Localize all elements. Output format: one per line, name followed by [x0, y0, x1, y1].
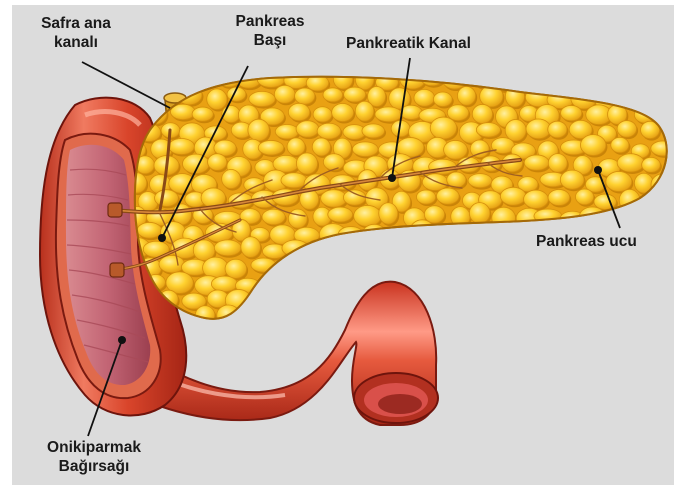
lobule	[617, 154, 644, 172]
lobule	[258, 140, 284, 155]
lobule	[275, 124, 298, 138]
lobule	[444, 140, 468, 159]
label-bile-duct-line1: Safra ana	[28, 14, 124, 33]
lobule	[262, 209, 285, 224]
lobule	[317, 123, 341, 139]
lobule	[321, 190, 347, 207]
lobule	[312, 138, 330, 156]
dot-duodenum	[118, 336, 126, 344]
lobule	[207, 89, 227, 110]
lobule	[225, 259, 247, 278]
lobule	[323, 154, 344, 171]
lobule	[617, 121, 636, 138]
lobule	[561, 105, 582, 120]
dot-pancreas-tail	[594, 166, 602, 174]
lobule	[414, 89, 435, 106]
label-bile-duct: Safra ana kanalı	[28, 14, 124, 52]
lobule	[470, 140, 489, 158]
lobule	[222, 169, 241, 188]
lobule	[375, 107, 402, 122]
lobule	[313, 107, 332, 122]
lobule	[203, 257, 229, 278]
lobule	[606, 171, 632, 191]
lobule	[476, 123, 500, 138]
lobule	[580, 135, 605, 156]
lobule	[457, 86, 475, 105]
lobule	[642, 157, 661, 172]
lobule	[288, 209, 307, 228]
lobule	[526, 119, 551, 139]
lobule	[208, 154, 227, 171]
label-pancreas-head: Pankreas Başı	[222, 12, 318, 50]
label-pancreas-head-line1: Pankreas	[222, 12, 318, 31]
lobule	[211, 276, 237, 292]
lobule	[296, 153, 317, 174]
lobule	[343, 190, 365, 205]
lobule	[379, 203, 398, 224]
lobule	[548, 121, 567, 138]
lobule	[430, 117, 456, 139]
label-duodenum-line1: Onikiparmak	[32, 438, 156, 457]
lobule	[416, 190, 435, 204]
lobule	[295, 88, 315, 104]
lobule	[155, 190, 179, 207]
lobule	[274, 85, 295, 103]
lobule	[560, 170, 584, 189]
lobule	[273, 155, 299, 172]
lobule	[436, 188, 459, 204]
label-duodenum: Onikiparmak Bağırsağı	[32, 438, 156, 476]
lobule	[352, 142, 378, 157]
lobule	[287, 138, 305, 156]
label-duodenum-line2: Bağırsağı	[32, 457, 156, 476]
lobule	[433, 92, 452, 107]
lobule	[328, 207, 353, 222]
lobule	[524, 155, 549, 170]
lobule	[354, 205, 382, 226]
lobule	[288, 103, 309, 120]
lobule	[169, 138, 195, 154]
lobule	[505, 119, 526, 141]
lobule	[323, 88, 343, 102]
lobule	[241, 237, 261, 258]
dot-pancreatic-duct	[388, 174, 396, 182]
lobule	[248, 119, 269, 141]
lobule	[244, 178, 265, 192]
lobule	[472, 104, 492, 123]
lobule	[548, 189, 570, 205]
lobule	[296, 121, 319, 137]
lobule	[500, 187, 526, 205]
lobule	[524, 190, 549, 208]
label-bile-duct-line2: kanalı	[28, 33, 124, 52]
lobule	[611, 137, 629, 152]
lobule	[362, 124, 385, 138]
lobule	[355, 101, 374, 121]
label-pancreatic-duct: Pankreatik Kanal	[346, 34, 471, 53]
lobule	[137, 222, 162, 238]
dot-pancreas-head	[158, 234, 166, 242]
lobule	[469, 203, 490, 224]
lobule	[548, 154, 567, 173]
lobule	[332, 103, 354, 121]
lobule	[192, 107, 213, 121]
lobule	[249, 91, 275, 106]
label-pancreas-head-line2: Başı	[222, 31, 318, 50]
lobule	[575, 189, 593, 205]
lobule	[344, 87, 366, 102]
lobule	[214, 240, 241, 256]
label-pancreas-tail: Pankreas ucu	[536, 232, 637, 251]
lobule	[468, 174, 492, 188]
lobule	[447, 105, 468, 121]
lobule	[281, 173, 307, 188]
lobule	[159, 255, 185, 272]
